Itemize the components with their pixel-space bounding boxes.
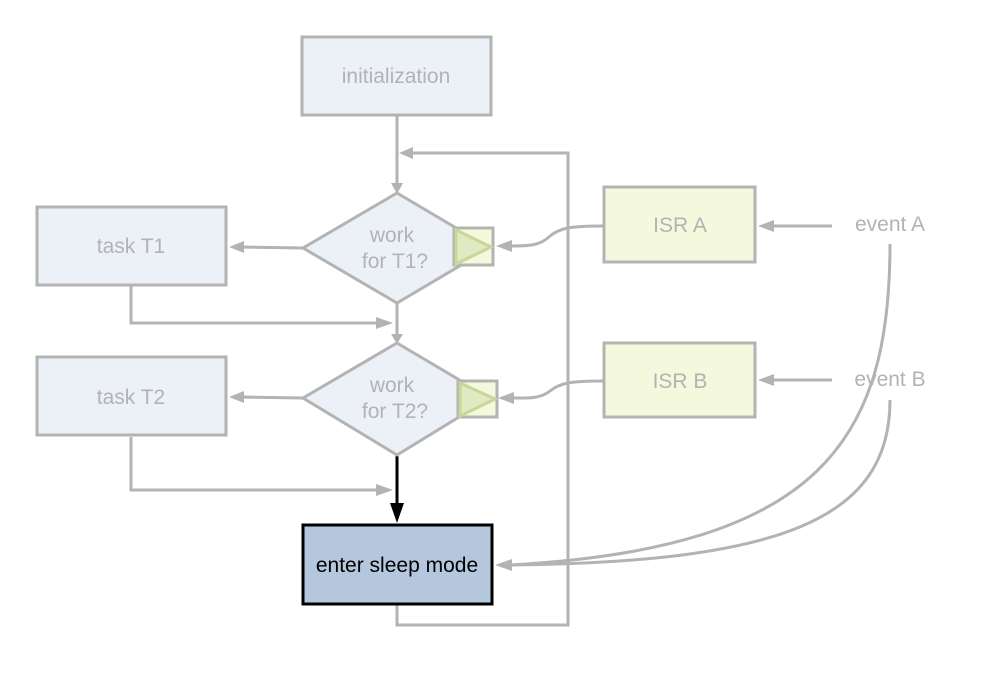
decision-label-line1: work xyxy=(369,224,415,247)
arrowhead xyxy=(399,147,413,159)
node-task-t1[interactable]: task T1 xyxy=(35,205,228,287)
node-label: initialization xyxy=(342,65,451,88)
interrupt-port-icon xyxy=(452,226,495,267)
arrowhead xyxy=(376,317,393,329)
node-decision-work-t2[interactable]: work for T2? xyxy=(300,341,499,457)
arrowhead xyxy=(498,392,514,404)
node-label: task T2 xyxy=(97,386,165,409)
edge-work-t1-to-task-t1 xyxy=(239,245,304,250)
interrupt-port-icon xyxy=(456,379,499,419)
node-task-t2[interactable]: task T2 xyxy=(35,355,228,437)
node-label: ISR B xyxy=(653,370,708,393)
node-box xyxy=(35,205,228,287)
event-a-label[interactable]: event A xyxy=(855,213,925,236)
arrowhead xyxy=(495,559,512,571)
node-box xyxy=(300,35,493,117)
edge-event-a-to-sleep xyxy=(509,243,892,567)
arrowhead xyxy=(229,391,244,403)
node-box xyxy=(301,523,494,606)
arrowhead xyxy=(758,374,774,386)
edge-loop-sleep-to-work-t1 xyxy=(395,151,570,627)
arrowhead xyxy=(376,484,393,496)
node-label: task T1 xyxy=(97,235,165,258)
edges xyxy=(129,116,892,627)
edge-task-t1-to-merge xyxy=(129,286,378,325)
decision-label-line2: for T2? xyxy=(362,400,428,423)
arrowhead xyxy=(496,240,512,252)
edge-task-t2-to-merge xyxy=(129,437,378,492)
arrowhead xyxy=(391,334,403,344)
edge-work-t2-to-task-t2 xyxy=(239,395,304,400)
arrowhead xyxy=(391,183,403,194)
node-box xyxy=(35,355,228,437)
node-box xyxy=(602,341,757,419)
node-isr-a[interactable]: ISR A xyxy=(602,185,757,264)
event-b-label[interactable]: event B xyxy=(854,368,925,391)
node-label: enter sleep mode xyxy=(316,554,478,577)
decision-label-line1: work xyxy=(369,374,415,397)
node-isr-b[interactable]: ISR B xyxy=(602,341,757,419)
node-box xyxy=(602,185,757,264)
arrowhead xyxy=(758,220,774,232)
edge-isr-a-to-work-t1 xyxy=(509,224,605,248)
edge-event-b-to-sleep xyxy=(509,399,892,567)
node-decision-work-t1[interactable]: work for T1? xyxy=(300,191,495,305)
arrowhead xyxy=(229,241,244,253)
arrowhead xyxy=(390,503,404,523)
node-initialization[interactable]: initialization xyxy=(300,35,493,117)
decision-label-line2: for T1? xyxy=(362,250,428,273)
node-label: ISR A xyxy=(653,214,707,237)
node-enter-sleep-mode[interactable]: enter sleep mode xyxy=(301,523,494,606)
edge-isr-b-to-work-t2 xyxy=(511,379,605,400)
